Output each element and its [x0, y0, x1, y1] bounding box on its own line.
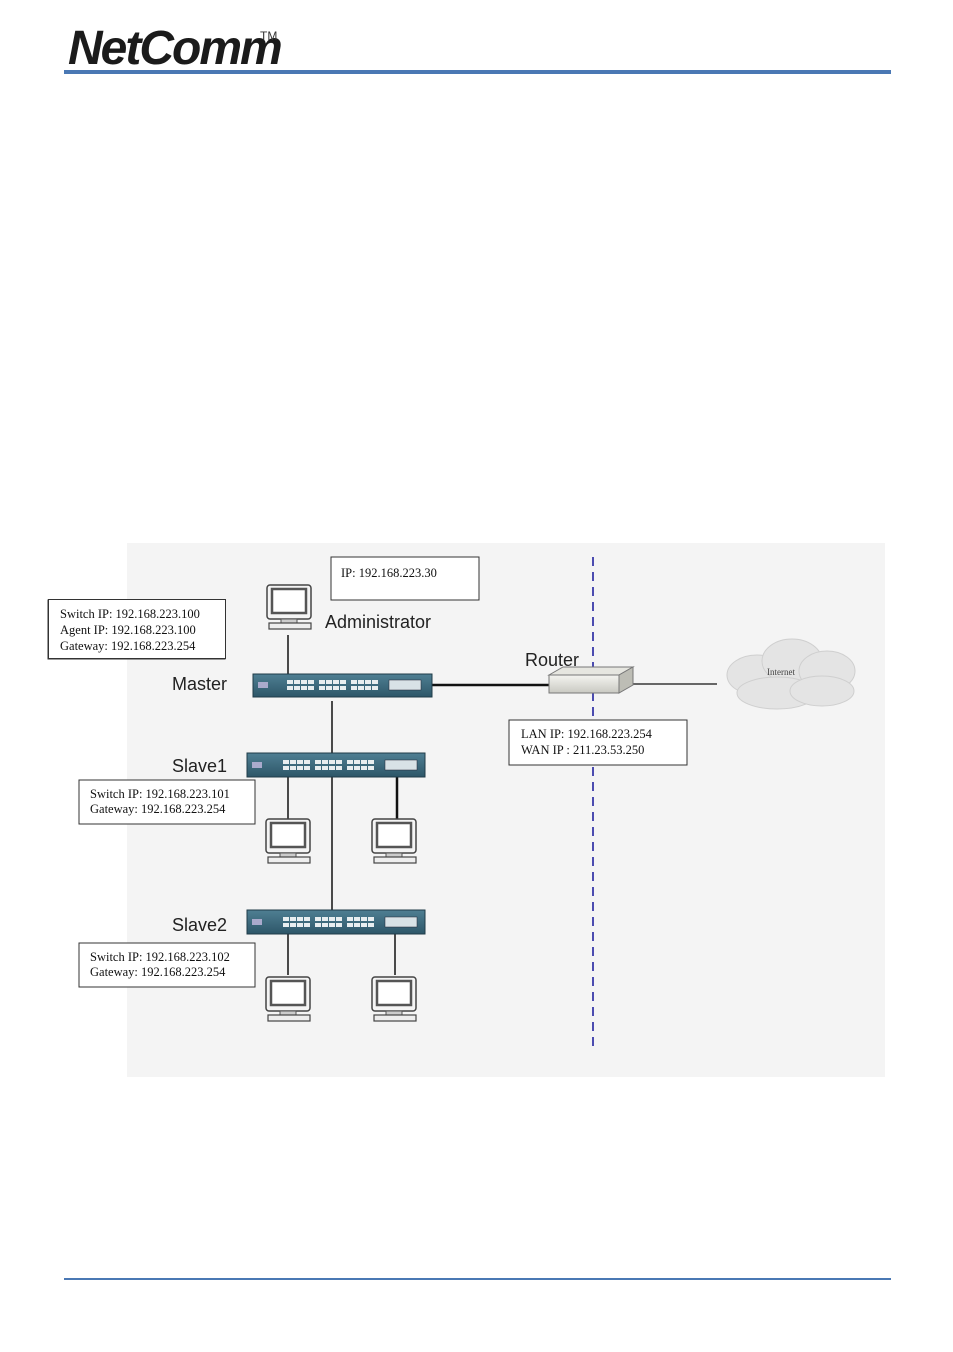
network-topology-diagram: IP: 192.168.223.30 Administrator Master …	[47, 543, 885, 1077]
master-gateway: Gateway: 192.168.223.254	[60, 639, 196, 653]
router-icon	[547, 666, 635, 694]
master-switch-ip: Switch IP: 192.168.223.100	[60, 607, 200, 621]
internet-label: Internet	[767, 667, 795, 677]
slave1-switch-icon	[246, 752, 426, 778]
slave1-label: Slave1	[172, 756, 227, 776]
slave2-computer-1-icon	[264, 975, 312, 1023]
router-wan-ip: WAN IP : 211.23.53.250	[521, 743, 644, 757]
administrator-computer-icon	[265, 583, 313, 631]
internet-cloud-icon	[726, 638, 856, 710]
slave1-info-box: Switch IP: 192.168.223.101 Gateway: 192.…	[78, 779, 256, 825]
slave2-label: Slave2	[172, 915, 227, 935]
slave1-computer-2-icon	[370, 817, 418, 865]
router-lan-ip: LAN IP: 192.168.223.254	[521, 727, 653, 741]
slave1-computer-1-icon	[264, 817, 312, 865]
header-rule	[64, 70, 891, 74]
master-info-callout: Switch IP: 192.168.223.100 Agent IP: 192…	[48, 599, 226, 659]
router-info-box: LAN IP: 192.168.223.254 WAN IP : 211.23.…	[508, 719, 688, 766]
connection-lines	[287, 635, 717, 975]
router-label: Router	[525, 650, 579, 670]
slave2-computer-2-icon	[370, 975, 418, 1023]
netcomm-logo: NetComm TM	[68, 22, 283, 70]
administrator-label: Administrator	[325, 612, 431, 632]
master-label: Master	[172, 674, 227, 694]
admin-ip-box: IP: 192.168.223.30	[330, 556, 480, 601]
master-agent-ip: Agent IP: 192.168.223.100	[60, 623, 196, 637]
slave2-switch-ip: Switch IP: 192.168.223.102	[90, 950, 230, 964]
slave2-info-box: Switch IP: 192.168.223.102 Gateway: 192.…	[78, 942, 256, 988]
trademark-mark: TM	[260, 29, 277, 43]
slave1-switch-ip: Switch IP: 192.168.223.101	[90, 787, 230, 801]
slave2-switch-icon	[246, 909, 426, 935]
slave1-gateway: Gateway: 192.168.223.254	[90, 802, 226, 816]
logo-text: NetComm	[68, 22, 281, 70]
admin-ip-text: IP: 192.168.223.30	[341, 566, 437, 580]
master-switch-icon	[252, 673, 433, 698]
slave2-gateway: Gateway: 192.168.223.254	[90, 965, 226, 979]
footer-rule	[64, 1278, 891, 1280]
